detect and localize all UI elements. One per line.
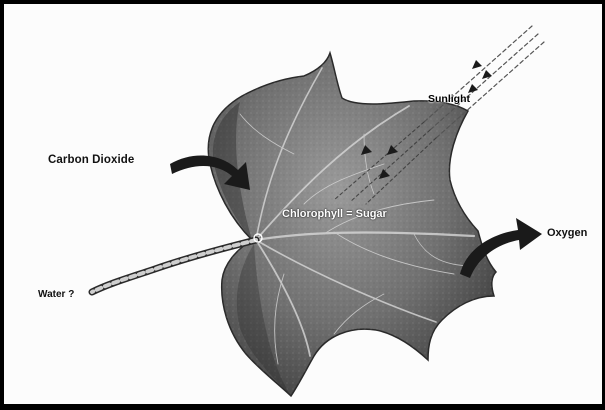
oxygen-label: Oxygen [547, 228, 587, 239]
carbon-dioxide-label: Carbon Dioxide [48, 155, 134, 167]
chlorophyll-sugar-label: Chlorophyll = Sugar [282, 209, 387, 220]
water-label: Water ? [38, 290, 74, 300]
sunlight-label: Sunlight [428, 94, 470, 105]
photosynthesis-illustration [4, 4, 605, 410]
